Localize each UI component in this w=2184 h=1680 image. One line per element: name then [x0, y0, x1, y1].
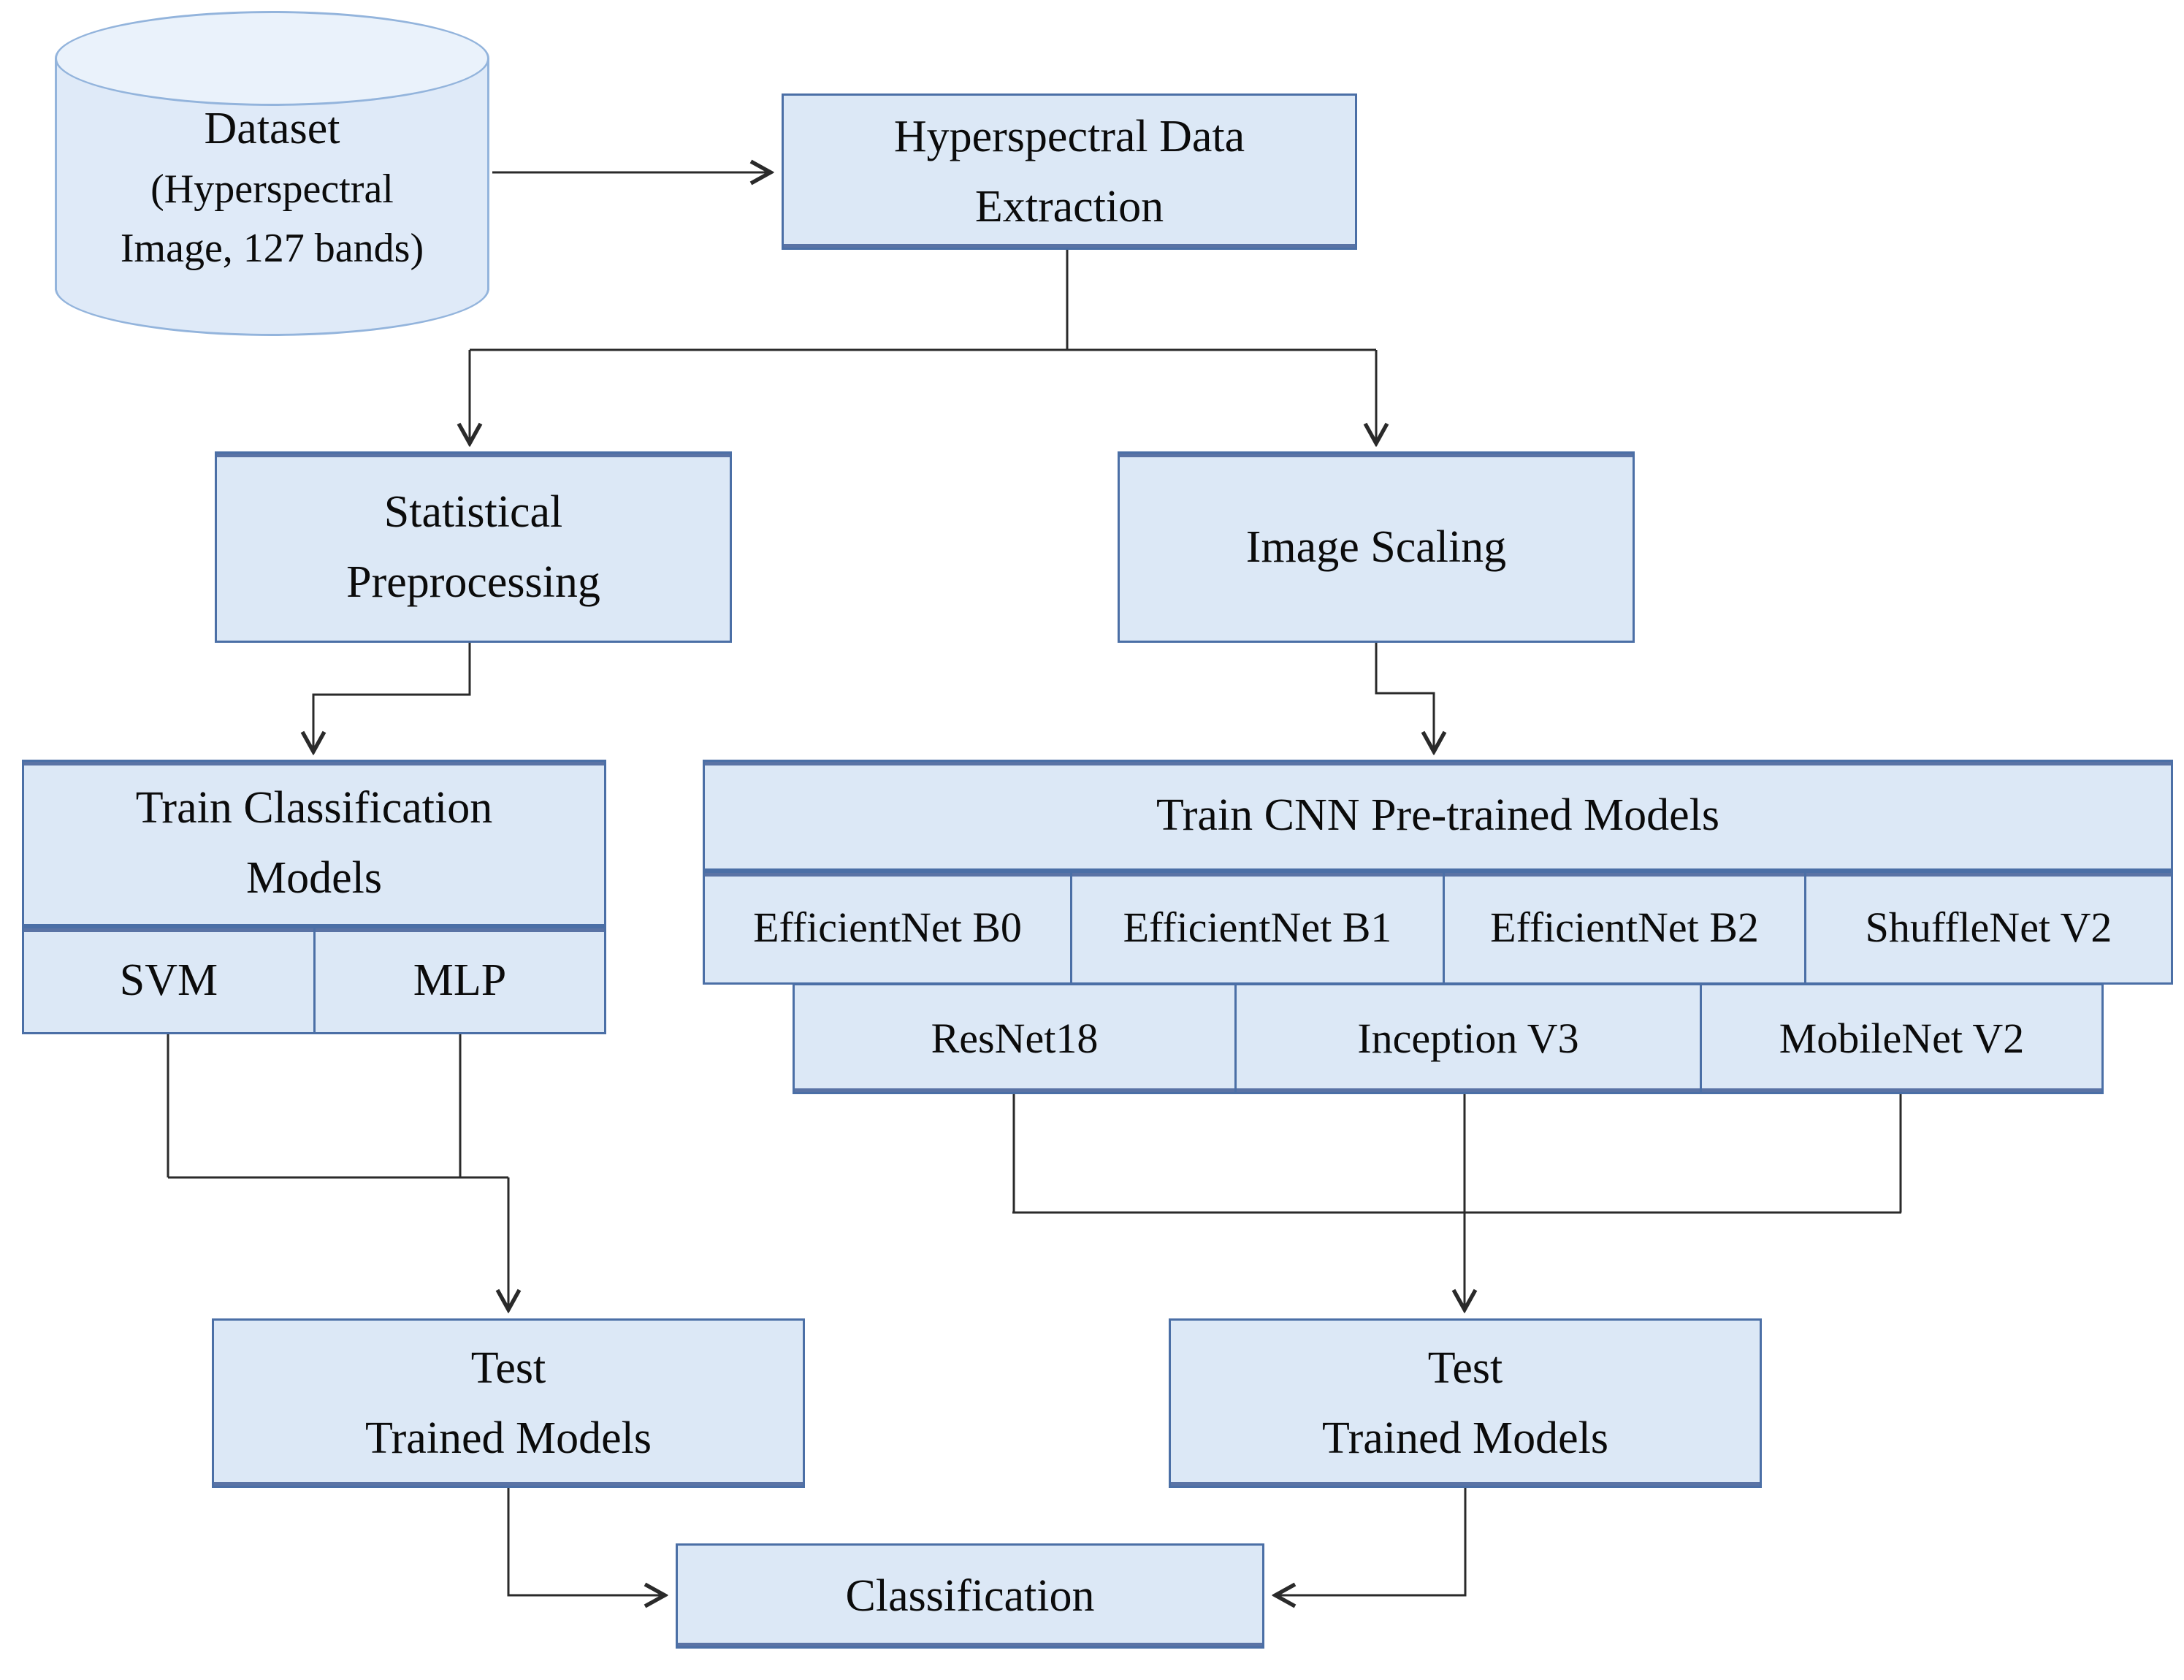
node-label-line: Models	[246, 853, 382, 903]
node-label-line: Classification	[845, 1570, 1095, 1621]
node-svm: SVM	[22, 926, 316, 1034]
node-label-line: SVM	[119, 955, 218, 1005]
node-label-line: Test	[1427, 1343, 1503, 1393]
node-mobilenet-v2: MobileNet V2	[1700, 983, 2104, 1094]
dataset-label-line: Image, 127 bands)	[120, 225, 424, 271]
node-label-line: Trained Models	[1321, 1413, 1609, 1463]
edge-test-right-to-classification	[1278, 1488, 1467, 1595]
node-statistical-preprocessing: Statistical Preprocessing	[215, 451, 732, 643]
node-train-cnn-pretrained-models: Train CNN Pre-trained Models	[703, 760, 2173, 871]
edge-scaling-to-traincnn	[1375, 643, 1434, 749]
node-label-line: MobileNet V2	[1779, 1015, 2025, 1063]
node-label-line: Test	[470, 1343, 546, 1393]
node-label-line: Hyperspectral Data	[893, 111, 1245, 161]
node-hyperspectral-data-extraction: Hyperspectral Data Extraction	[782, 93, 1357, 250]
node-label-line: ShuffleNet V2	[1865, 904, 2112, 952]
node-train-classification-models: Train Classification Models	[22, 760, 606, 926]
node-efficientnet-b2: EfficientNet B2	[1443, 871, 1806, 985]
node-image-scaling: Image Scaling	[1118, 451, 1635, 643]
node-test-trained-models-left: Test Trained Models	[212, 1318, 805, 1488]
cylinder-top-face	[55, 11, 489, 106]
node-label-line: Inception V3	[1357, 1015, 1579, 1063]
node-test-trained-models-right: Test Trained Models	[1169, 1318, 1762, 1488]
node-label-line: Preprocessing	[346, 557, 600, 607]
node-efficientnet-b1: EfficientNet B1	[1070, 871, 1445, 985]
node-label-line: EfficientNet B2	[1490, 904, 1759, 952]
node-label-line: Image Scaling	[1245, 522, 1507, 572]
node-label-line: EfficientNet B0	[753, 904, 1022, 952]
dataset-label: Dataset (Hyperspectral Image, 127 bands)	[55, 99, 489, 278]
node-resnet18: ResNet18	[793, 983, 1237, 1094]
node-label-line: Statistical	[383, 486, 563, 537]
edge-statistical-to-trainclass	[313, 643, 471, 749]
node-label-line: EfficientNet B1	[1123, 904, 1392, 952]
node-label-line: MLP	[413, 955, 507, 1005]
node-label-line: Trained Models	[364, 1413, 652, 1463]
node-mlp: MLP	[313, 926, 606, 1034]
node-classification: Classification	[676, 1543, 1264, 1649]
node-label-line: ResNet18	[931, 1015, 1099, 1063]
dataset-label-line: (Hyperspectral	[150, 166, 394, 212]
node-label-line: Train Classification	[135, 782, 493, 833]
node-efficientnet-b0: EfficientNet B0	[703, 871, 1072, 985]
node-dataset: Dataset (Hyperspectral Image, 127 bands)	[55, 11, 489, 336]
node-label-line: Train CNN Pre-trained Models	[1156, 790, 1719, 840]
edge-test-left-to-classification	[507, 1488, 663, 1595]
node-shufflenet-v2: ShuffleNet V2	[1804, 871, 2173, 985]
dataset-label-line: Dataset	[204, 104, 340, 153]
node-label-line: Extraction	[974, 182, 1164, 232]
node-inception-v3: Inception V3	[1234, 983, 1702, 1094]
